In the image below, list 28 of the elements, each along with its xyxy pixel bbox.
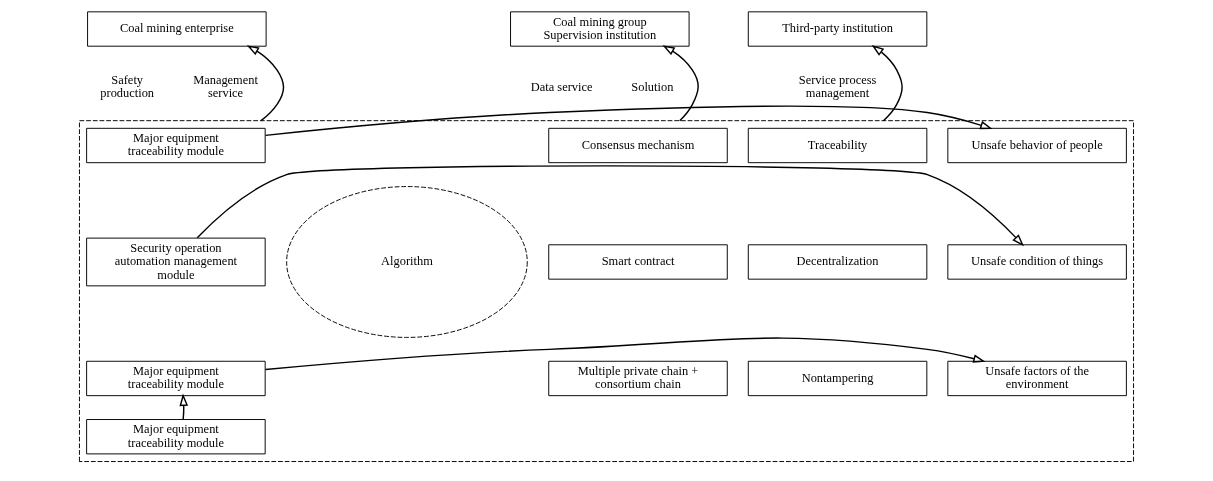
arrow	[264, 105, 993, 137]
arrow	[264, 337, 986, 371]
node-box: Decentralization	[747, 244, 928, 280]
node-box: Traceability	[747, 127, 928, 164]
node-box: Unsafe factors of the environment	[947, 360, 1127, 397]
label: Management service	[193, 72, 258, 101]
arrow	[871, 44, 903, 122]
arrow	[196, 165, 1024, 247]
arrow	[662, 45, 699, 122]
node-ellipse: Algorithm	[286, 186, 528, 338]
node-box: Smart contract	[548, 244, 728, 280]
node-box: Coal mining group Supervision institution	[510, 11, 690, 47]
node-box: Coal mining enterprise	[87, 11, 267, 47]
arrow	[246, 45, 285, 122]
node-box: Major equipment traceability module	[86, 360, 266, 397]
label: Data service	[530, 79, 593, 94]
label: Service process management	[798, 72, 877, 101]
node-box: Consensus mechanism	[548, 127, 728, 164]
label: Safety production	[100, 72, 155, 101]
label: Solution	[631, 79, 674, 94]
node-box: Nontampering	[747, 360, 928, 397]
node-box: Unsafe condition of things	[947, 244, 1127, 280]
node-box: Multiple private chain + consortium chain	[548, 360, 728, 397]
node-box: Security operation automation management module	[86, 237, 266, 287]
node-box: Major equipment traceability module	[86, 419, 266, 455]
node-box: Unsafe behavior of people	[947, 127, 1127, 164]
node-box: Third-party institution	[747, 11, 928, 47]
node-box: Major equipment traceability module	[86, 127, 266, 164]
